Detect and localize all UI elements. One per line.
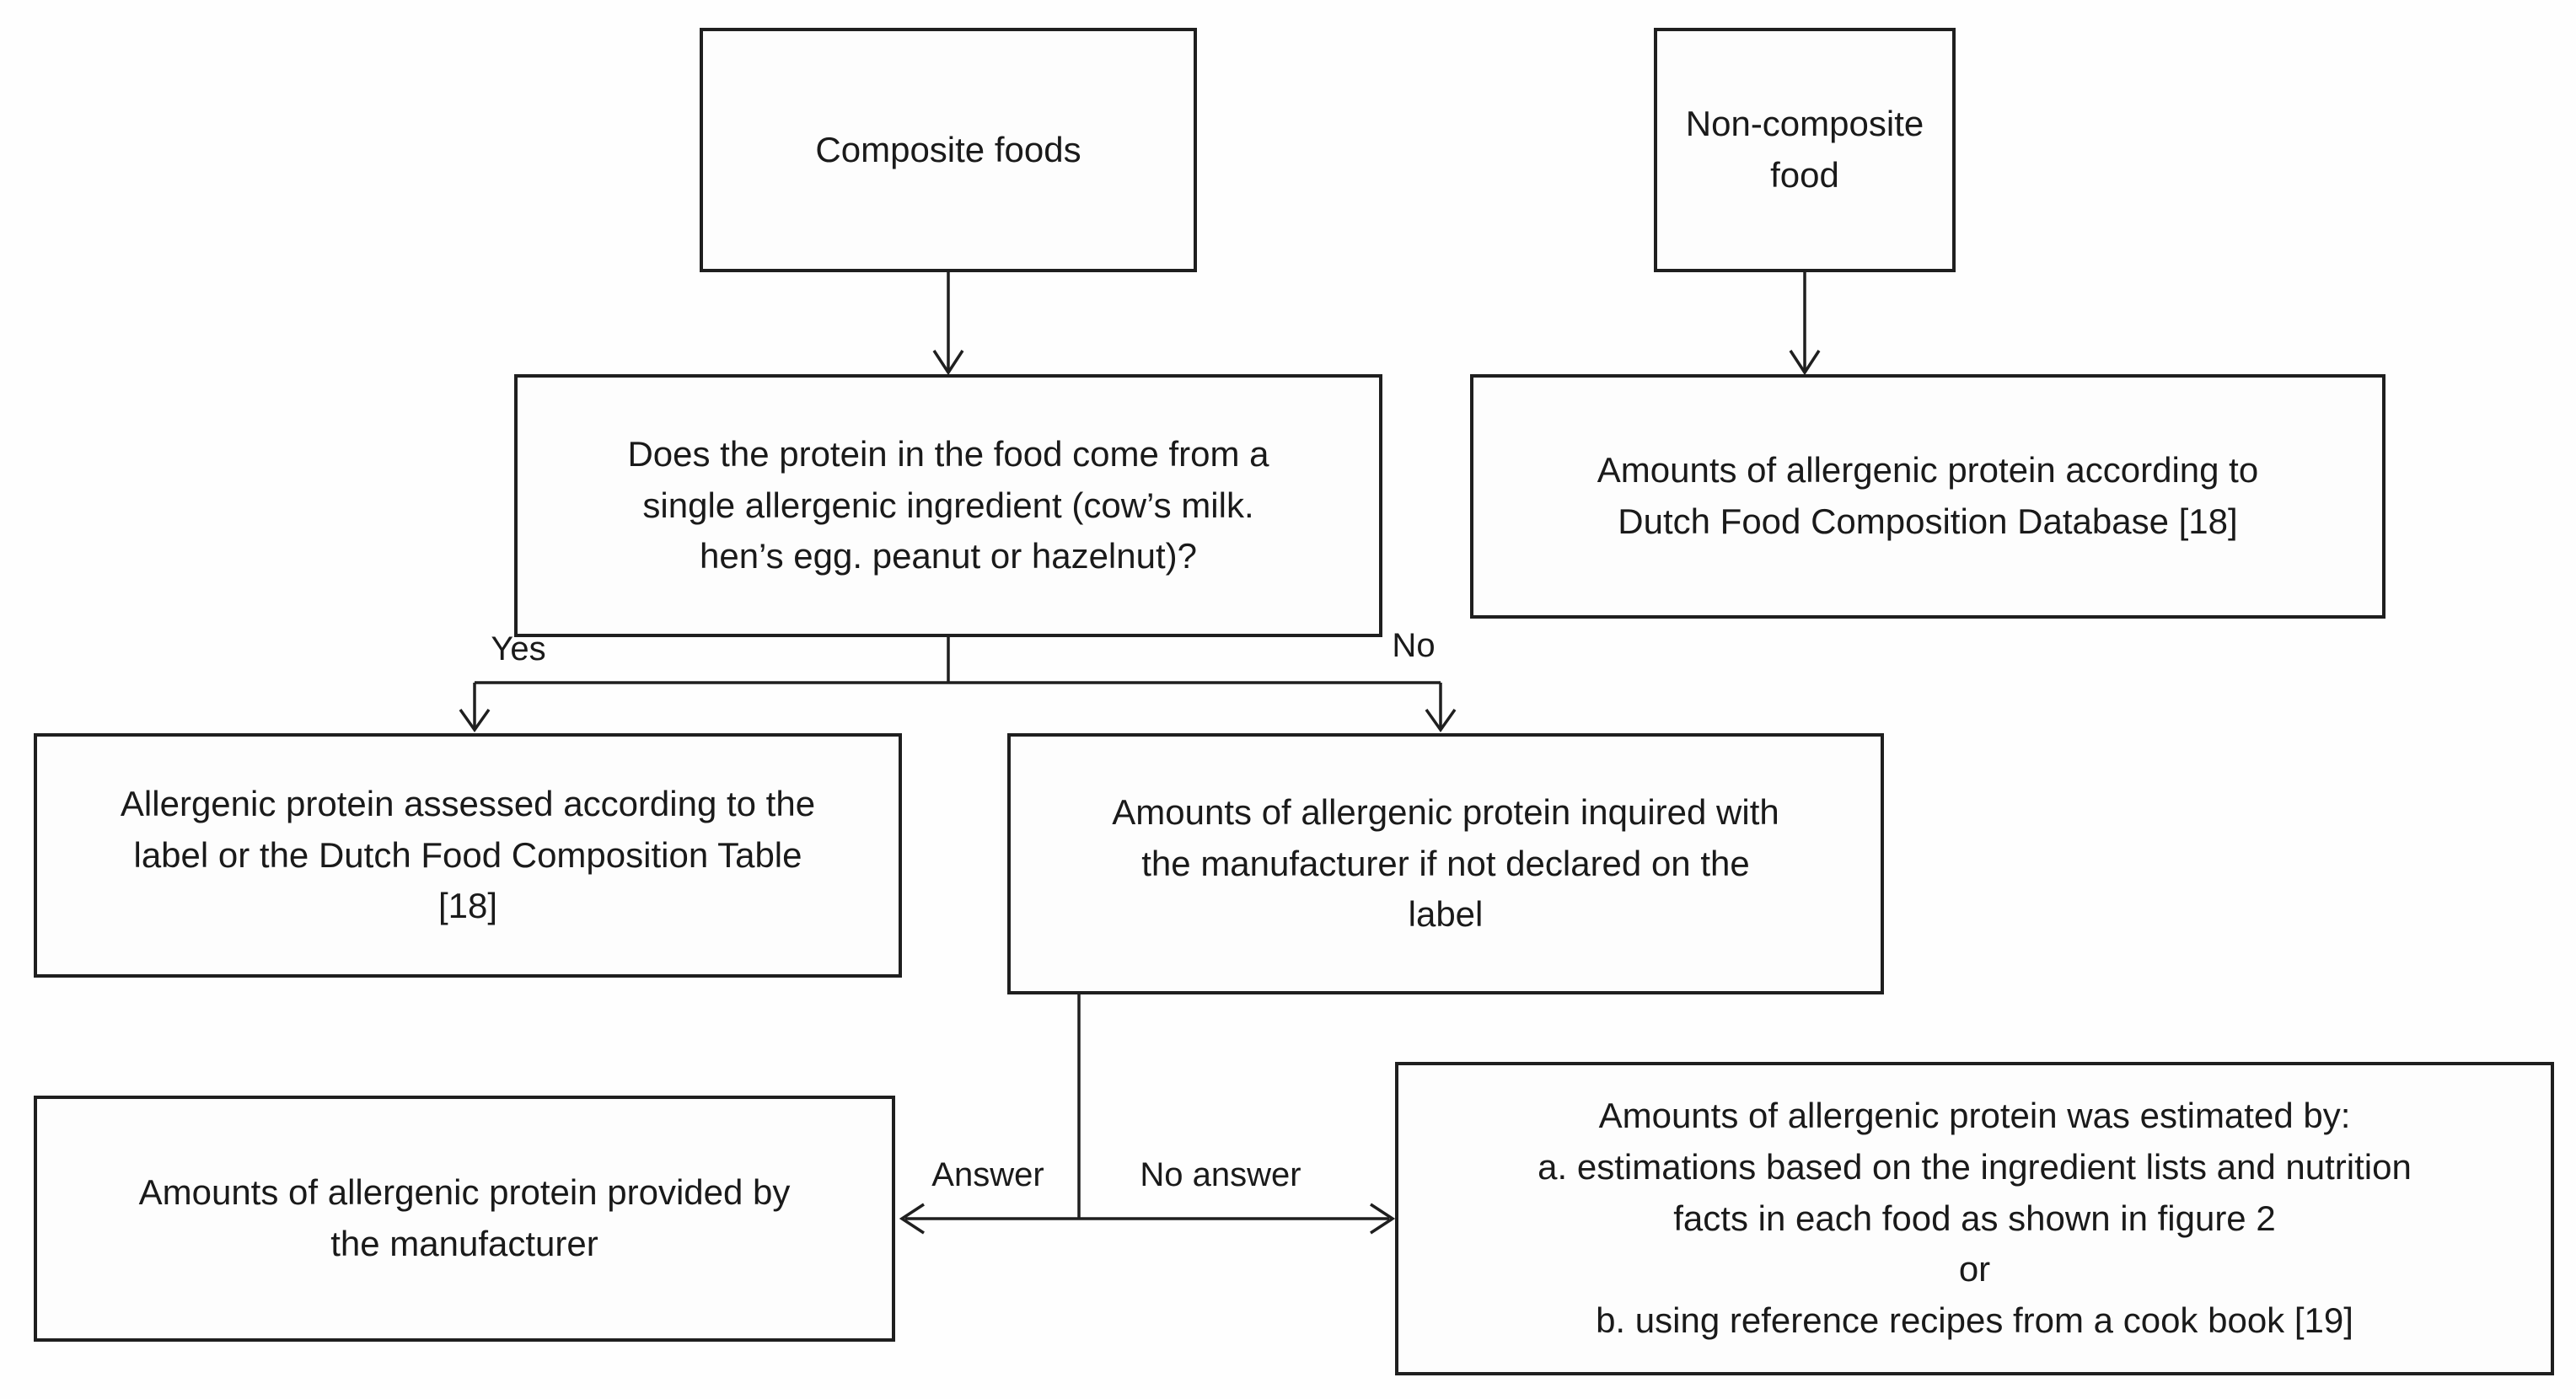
node-question-single-allergenic-ingredient: Does the protein in the food come from a… [514, 374, 1382, 637]
connector-question-branch [473, 637, 1442, 728]
node-provided-by-manufacturer: Amounts of allergenic protein provided b… [34, 1096, 895, 1342]
node-estimated-amounts: Amounts of allergenic protein was estima… [1395, 1062, 2554, 1375]
node-estimated-text: Amounts of allergenic protein was estima… [1538, 1095, 2412, 1341]
node-question-text: Does the protein in the food come from a… [627, 433, 1269, 576]
node-database-text: Amounts of allergenic protein according … [1597, 450, 2259, 541]
node-inquired-with-manufacturer: Amounts of allergenic protein inquired w… [1007, 733, 1884, 994]
node-assessed-text: Allergenic protein assessed according to… [120, 783, 816, 926]
edge-label-yes: Yes [491, 630, 546, 667]
node-inquired-text: Amounts of allergenic protein inquired w… [1112, 791, 1779, 935]
node-composite-foods-text: Composite foods [815, 129, 1081, 169]
arrowhead-right-estimated [1370, 1203, 1396, 1235]
arrowhead-down-assessed [459, 708, 491, 733]
connector-inquired-branch [905, 994, 1389, 1220]
edge-label-no: No [1392, 627, 1436, 664]
arrowhead-down-question [932, 350, 964, 376]
node-assessed-by-label-or-table: Allergenic protein assessed according to… [34, 733, 902, 978]
node-provided-text: Amounts of allergenic protein provided b… [138, 1172, 791, 1263]
arrowhead-left-provided [899, 1203, 925, 1235]
node-non-composite-food-text: Non-composite food [1685, 104, 1924, 195]
edge-label-answer: Answer [931, 1156, 1044, 1193]
arrowhead-down-database [1789, 350, 1821, 376]
node-composite-foods: Composite foods [700, 28, 1197, 272]
arrowhead-down-inquired [1425, 708, 1457, 733]
node-dutch-food-composition-database: Amounts of allergenic protein according … [1470, 374, 2385, 619]
edge-label-no-answer: No answer [1140, 1156, 1301, 1193]
node-non-composite-food: Non-composite food [1654, 28, 1956, 272]
